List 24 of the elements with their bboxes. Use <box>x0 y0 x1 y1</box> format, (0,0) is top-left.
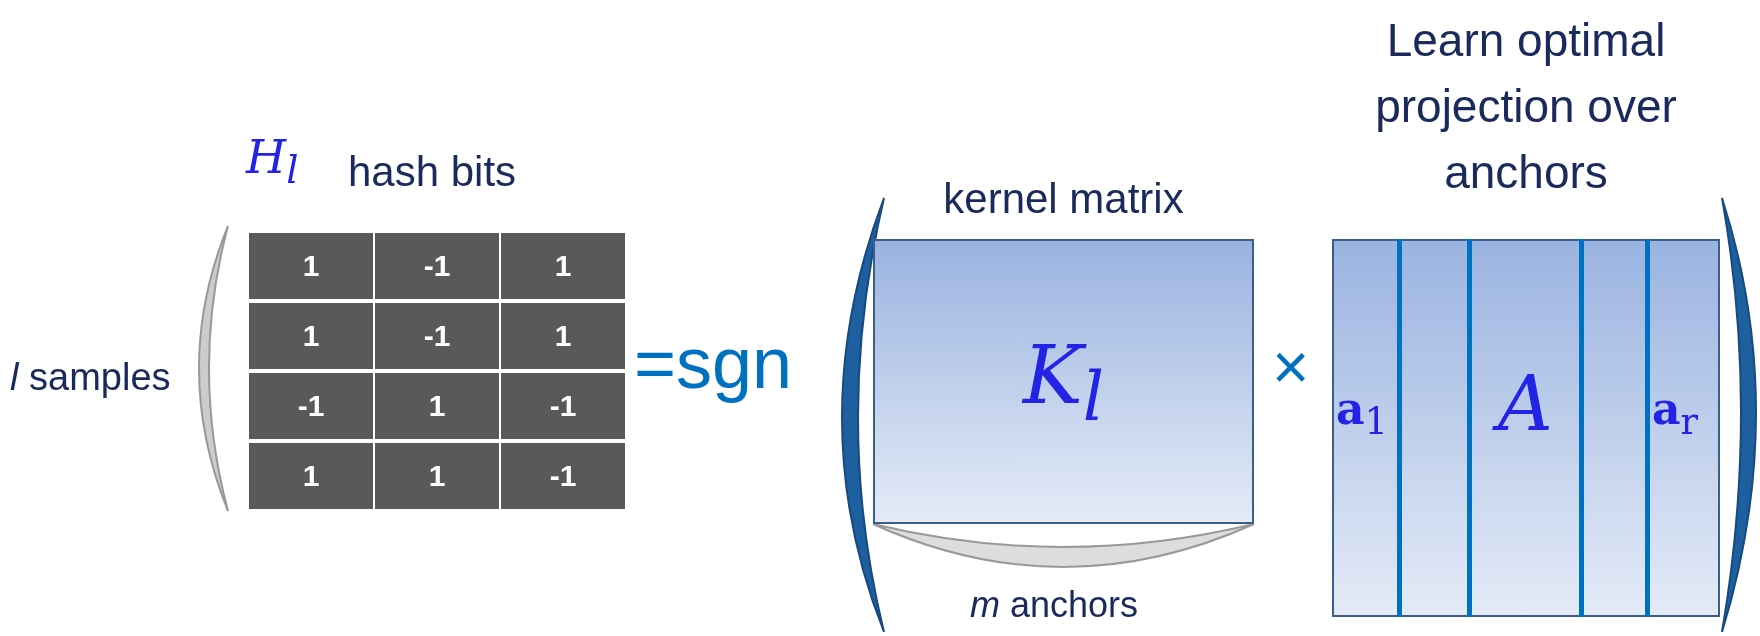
table-cell: 1 <box>249 233 373 299</box>
table-cell: 1 <box>501 233 625 299</box>
table-cell: -1 <box>501 373 625 439</box>
table-cell: 1 <box>249 443 373 509</box>
table-cell: -1 <box>501 443 625 509</box>
table-cell: 1 <box>375 373 499 439</box>
matrix-symbol: H$_{l}$ <box>246 130 299 193</box>
vector-symbol: a$_{1}$ <box>1336 383 1388 443</box>
table-cell: 1 <box>501 303 625 369</box>
sign-function: =sgn <box>634 322 793 404</box>
matrix-symbol: K$_{l}$ <box>1021 329 1106 436</box>
table-cell: 1 <box>375 443 499 509</box>
vector-symbol: a$_{r}$ <box>1652 383 1699 443</box>
axis-label: m anchors <box>970 584 1139 626</box>
table-cell: 1 <box>249 303 373 369</box>
heading: Learn optimal projection over anchors <box>1374 13 1678 200</box>
times-sign: × <box>1272 330 1310 404</box>
heading: kernel matrix <box>942 175 1185 223</box>
heading: hash bits <box>348 148 517 196</box>
matrix-symbol: A <box>1467 359 1584 448</box>
row-label: l samples <box>10 356 171 399</box>
table-cell: -1 <box>249 373 373 439</box>
table-cell: -1 <box>375 303 499 369</box>
table-cell: -1 <box>375 233 499 299</box>
